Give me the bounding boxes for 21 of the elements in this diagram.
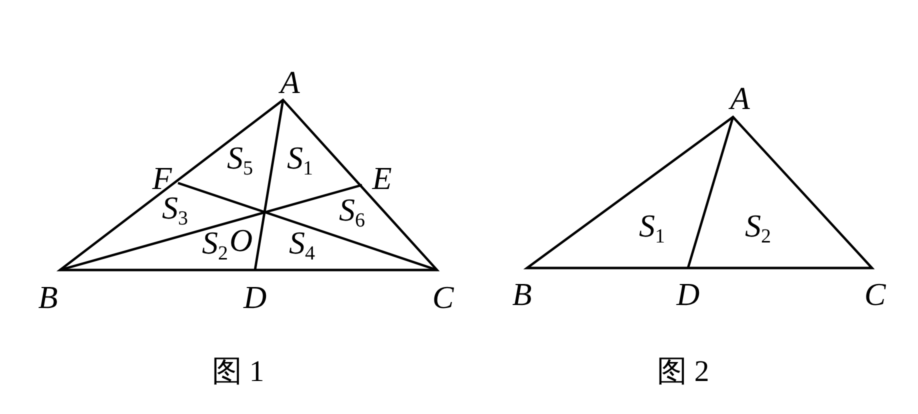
point-label: E: [372, 162, 392, 194]
area-label: S$_{1}$: [639, 210, 665, 246]
point-label: F: [152, 162, 172, 194]
point-label: D: [243, 281, 267, 313]
figure-caption: 图 2: [656, 357, 710, 387]
area-label: S$_{2}$: [745, 210, 771, 246]
area-label: S$_{6}$: [339, 194, 365, 230]
area-label: S$_{5}$: [227, 142, 253, 178]
point-label: C: [864, 278, 886, 310]
point-label: A: [280, 66, 300, 98]
point-label: D: [676, 278, 700, 310]
figure-caption: 图 1: [212, 357, 264, 387]
point-label: B: [512, 278, 532, 310]
area-label: S$_{4}$: [289, 226, 315, 264]
point-label: B: [38, 281, 58, 313]
point-label: A: [730, 82, 750, 114]
point-label: O: [229, 224, 253, 256]
area-label: S$_{1}$: [287, 142, 313, 178]
point-label: C: [432, 281, 454, 313]
area-label: S$_{2}$: [202, 226, 228, 264]
area-label: S$_{3}$: [162, 192, 188, 228]
